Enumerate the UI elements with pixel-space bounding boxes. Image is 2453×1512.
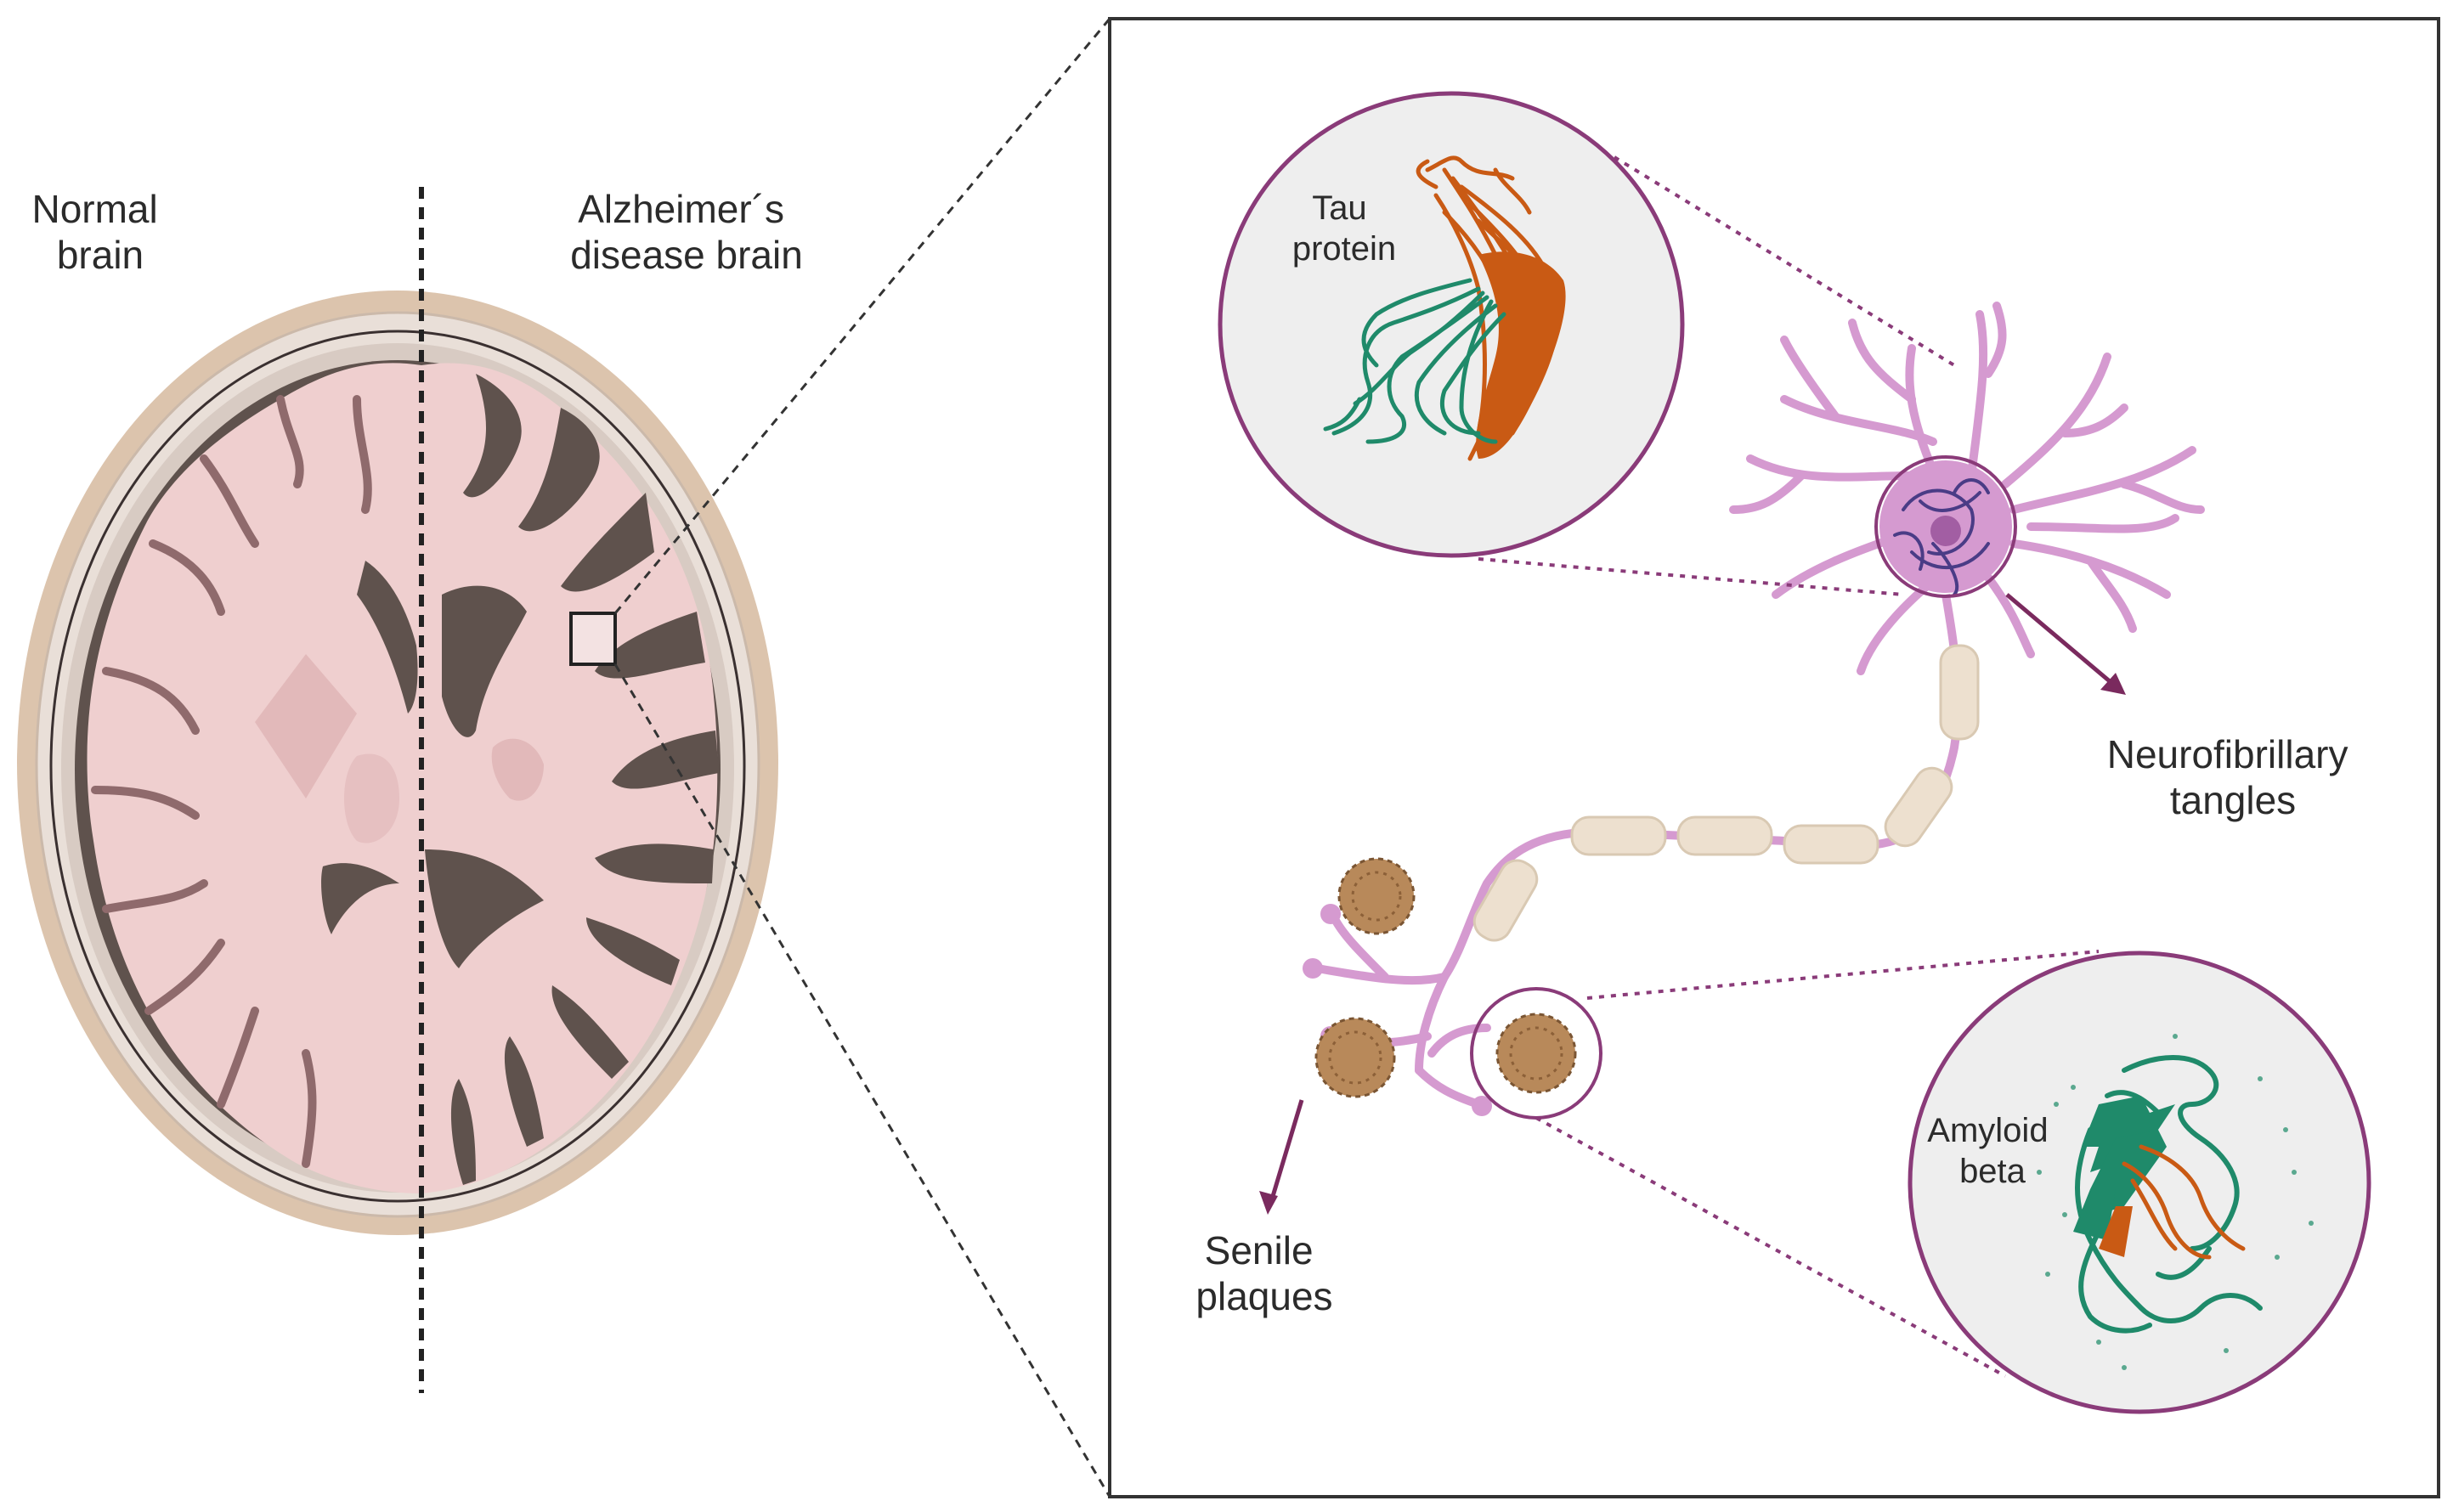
zoom-line-top	[613, 18, 1111, 614]
arrow-plaques-head	[1259, 1191, 1278, 1215]
label-amyloid-beta: Amyloid beta	[1927, 1112, 2057, 1190]
normal-sulci	[91, 395, 372, 1168]
amyloid-zoom-line-top	[1586, 950, 2100, 1000]
tau-orange-band	[1476, 251, 1566, 459]
label-normal-brain-line1: Normal	[31, 187, 157, 231]
plaque	[1337, 857, 1416, 935]
arrow-tangles-head	[2100, 673, 2126, 695]
amyloid-dots	[2037, 1034, 2314, 1370]
amyloid-orange-sheet	[2099, 1206, 2133, 1257]
label-tangles-line1: Neurofibrillary	[2107, 732, 2348, 776]
tangle-highlight-circle	[1874, 455, 2017, 598]
myelin-sheaths	[1472, 644, 1980, 942]
terminal-button	[1472, 1096, 1492, 1116]
plaque	[1495, 1013, 1577, 1094]
alzheimer-ventricle-lower	[425, 849, 544, 968]
label-normal-brain-line2: brain	[57, 233, 144, 277]
myelin-segment	[1570, 815, 1667, 856]
brain-section	[17, 187, 778, 1393]
neuron-nucleus	[1930, 516, 1961, 546]
alzheimer-basal	[491, 738, 544, 801]
myelin-segment	[1939, 644, 1980, 741]
normal-thalamus	[344, 753, 399, 843]
label-amyloid-beta-line1: Amyloid	[1927, 1112, 2048, 1149]
tau-protein-structure	[1323, 155, 1566, 461]
alzheimer-hemisphere	[421, 363, 718, 1193]
label-plaques-line1: Senile	[1205, 1228, 1314, 1272]
plaque	[1314, 1017, 1396, 1098]
alzheimer-sulci	[450, 374, 719, 1185]
myelin-segment	[1676, 815, 1773, 856]
axon-terminals	[1313, 913, 1491, 1109]
label-alzheimer-brain-line2: disease brain	[570, 233, 803, 277]
myelin-segment	[1783, 824, 1879, 865]
label-tangles-line2: tangles	[2170, 778, 2296, 822]
myelin-segment	[1884, 766, 1953, 848]
terminal-button	[1320, 904, 1341, 924]
senile-plaques	[1314, 857, 1602, 1120]
amyloid-orange-strands	[2122, 1144, 2246, 1260]
label-tau-protein-line1: Tau	[1312, 189, 1367, 227]
label-alzheimer-brain: Alzheimer´s disease brain	[570, 187, 803, 277]
terminal-button	[1303, 958, 1323, 979]
zoom-square	[569, 612, 617, 666]
label-alzheimer-brain-line1: Alzheimer´s	[578, 187, 784, 231]
myelin-segment	[1472, 859, 1539, 942]
neurofibrillary-tangles-in-soma	[1893, 478, 1990, 596]
amyloid-beta-structure	[2037, 1034, 2314, 1370]
label-normal-brain: Normal brain	[31, 187, 168, 277]
label-senile-plaques: Senile plaques	[1195, 1228, 1332, 1318]
normal-basal-ganglia	[255, 654, 357, 798]
neuron-dendrites	[1729, 302, 2205, 675]
tau-green-strands	[1323, 278, 1506, 444]
arrow-tangles	[2005, 593, 2126, 695]
dura-line	[49, 330, 746, 1203]
normal-ventricle-lower	[321, 863, 399, 934]
zoom-line-bottom	[613, 663, 1111, 1498]
label-neurofibrillary-tangles: Neurofibrillary tangles	[2107, 732, 2360, 822]
label-tau-protein: Tau protein	[1292, 189, 1396, 268]
arrow-plaques	[1259, 1099, 1304, 1215]
label-tau-protein-line2: protein	[1292, 230, 1396, 268]
normal-ventricle	[357, 561, 418, 714]
normal-hemisphere	[87, 363, 421, 1194]
alzheimer-ventricle-upper	[442, 585, 527, 737]
label-amyloid-beta-line2: beta	[1959, 1153, 2026, 1190]
label-plaques-line2: plaques	[1195, 1274, 1332, 1318]
